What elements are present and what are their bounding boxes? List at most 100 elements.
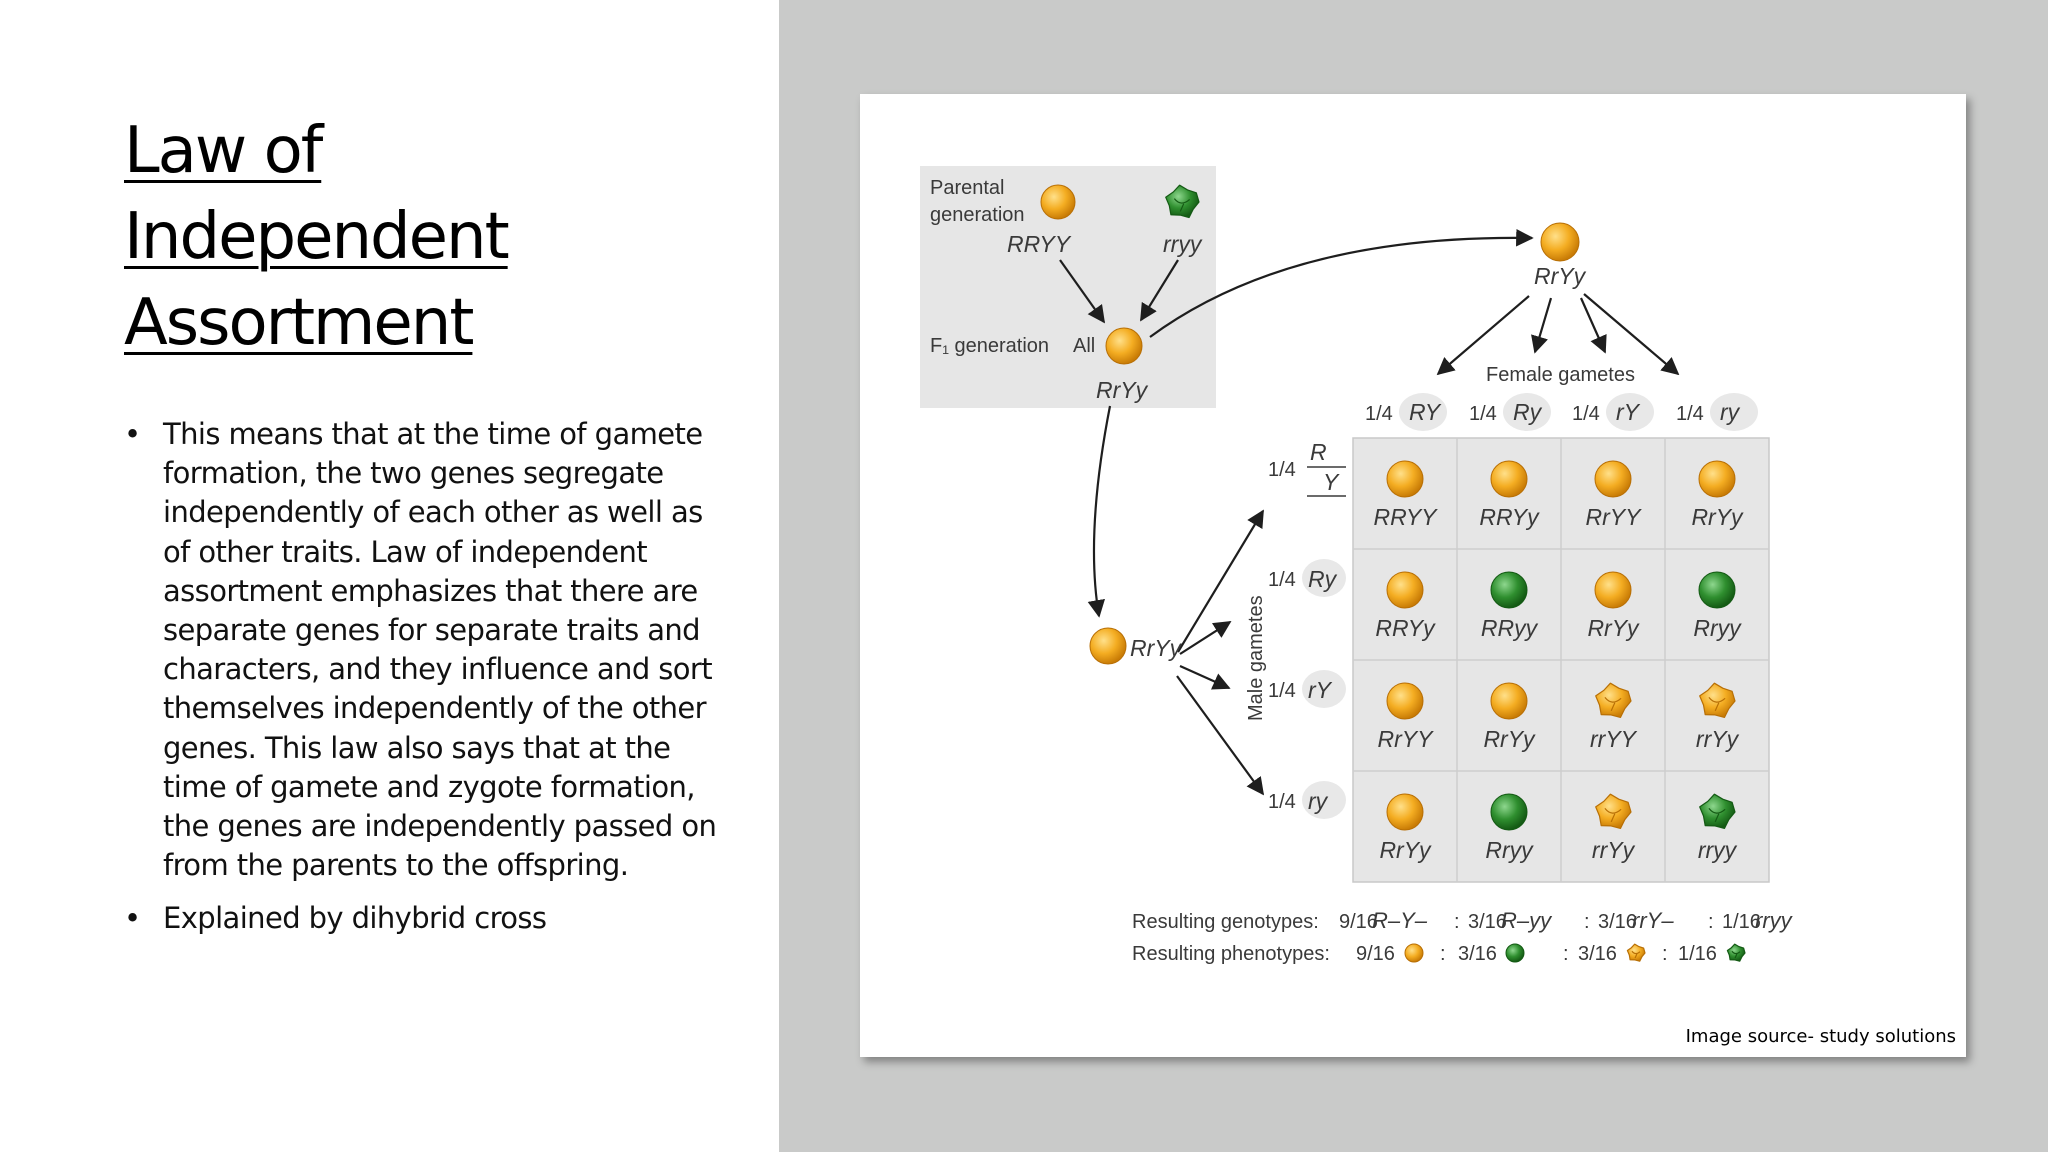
bullet-item: Explained by dihybrid cross [124,899,724,938]
ratio-separator: : [1563,943,1569,965]
cell-genotype: rrYy [1592,837,1636,863]
gamete-allele: ry [1308,788,1329,814]
punnett-cell: RRyy [1481,571,1539,641]
ratio-genotype: rryy [1755,908,1794,933]
gamete-badge [1606,393,1654,431]
punnett-cell: rrYY [1590,682,1638,752]
f1-genotype: RrYy [1096,377,1149,403]
female-gamete: 1/4 ry [1676,393,1758,431]
gamete-allele: Ry [1513,399,1543,425]
arrow-parent2-to-f1 [1140,259,1179,322]
yellow-round-pea-icon [1404,943,1424,963]
punnett-cell: RrYY [1378,682,1434,752]
male-parent-genotype: RrYy [1130,635,1183,661]
male-gamete: 1/4 Ry [1268,559,1346,597]
title-line: Independent [124,200,510,274]
gamete-badge [1710,393,1758,431]
gamete-fraction: 1/4 [1676,403,1704,425]
cell-genotype: RrYY [1586,504,1643,530]
ratio-genotype: R–yy [1501,908,1553,933]
ratio-value: 9/16 [1339,911,1378,933]
cell-genotype: RRyy [1481,615,1539,641]
f1-label: F₁ generation [930,335,1049,357]
yellow-wrinkled-pea-icon [1595,682,1632,718]
yellow-round-pea-icon [1386,571,1424,609]
punnett-cell: RRYy [1479,460,1540,530]
ratio-value: 1/16 [1678,943,1717,965]
arrow-male-gamete [1179,664,1231,690]
parent2-genotype: rryy [1163,231,1203,257]
yellow-round-pea-icon [1594,460,1632,498]
yellow-round-pea-icon [1490,682,1528,720]
gamete-badge [1302,670,1346,708]
ratio-separator: : [1662,943,1668,965]
punnett-cell: RRYY [1373,460,1438,530]
ratio-value: : [1584,911,1590,933]
punnett-cell: Rryy [1485,793,1534,863]
f1-pea-icon [1105,327,1143,365]
bullet-list: This means that at the time of gamete fo… [124,415,724,953]
ratio-genotype: rrY– [1632,908,1674,933]
parent1-genotype: RRYY [1007,231,1072,257]
male-gametes-label: Male gametes [1245,595,1267,721]
arrow-parent1-to-f1 [1059,259,1106,324]
punnett-cell: RrYy [1483,682,1536,752]
ratio-value: 9/16 [1356,943,1395,965]
gamete-badge [1302,559,1346,597]
ratio-value: 3/16 [1598,911,1637,933]
gamete-allele: ry [1720,399,1741,425]
female-gametes-label: Female gametes [1486,364,1635,386]
parent1-pea-icon [1040,184,1076,220]
title-line: Assortment [124,286,474,360]
genotypes-label: Resulting genotypes: [1132,911,1319,933]
gamete-allele: Ry [1308,566,1338,592]
punnett-cell: rryy [1698,793,1738,863]
female-gamete: 1/4 RY [1365,393,1447,431]
gamete-fraction: 1/4 [1572,403,1600,425]
arrow-female-gamete [1583,293,1680,376]
cell-genotype: RrYy [1587,615,1640,641]
cell-genotype: RrYy [1379,837,1432,863]
ratio-separator: : [1440,943,1446,965]
punnett-cell: RrYY [1586,460,1643,530]
male-parent-pea-icon [1089,627,1127,665]
male-gamete: 1/4RY [1268,439,1346,497]
slide-title: Law of Independent Assortment [124,108,744,366]
ratio-value: : [1454,911,1460,933]
gamete-fraction: 1/4 [1365,403,1393,425]
ratio-value: 3/16 [1458,943,1497,965]
gamete-fraction: 1/4 [1268,459,1296,481]
gamete-badge [1399,393,1447,431]
phenotypes-label: Resulting phenotypes: [1132,943,1330,965]
cell-genotype: RrYy [1483,726,1536,752]
cell-genotype: rryy [1698,837,1738,863]
gamete-fraction: 1/4 [1268,680,1296,702]
green-round-pea-icon [1490,793,1528,831]
yellow-wrinkled-pea-icon [1595,793,1632,829]
green-round-pea-icon [1698,571,1736,609]
punnett-cell: RrYy [1379,793,1432,863]
arrow-male-gamete [1177,509,1264,653]
gamete-allele: Y [1323,469,1340,495]
parent2-pea-icon [1165,184,1200,219]
ratio-value: 3/16 [1468,911,1507,933]
yellow-wrinkled-pea-icon [1699,682,1736,718]
gamete-fraction: 1/4 [1268,569,1296,591]
ratio-value: 1/16 [1722,911,1761,933]
cell-genotype: RRYY [1373,504,1438,530]
title-line: Law of [124,114,323,188]
arrow-female-gamete [1531,297,1553,354]
dihybrid-cross-diagram: Parental generation RRYY rryy F₁ generat… [920,166,1794,965]
gamete-badge [1302,781,1346,819]
punnett-cell: rrYy [1696,682,1740,752]
ratio-genotype: R–Y– [1372,908,1428,933]
arrow-female-gamete [1579,297,1607,354]
cell-genotype: rrYy [1696,726,1740,752]
gamete-allele: RY [1409,399,1442,425]
cell-genotype: RrYy [1691,504,1744,530]
yellow-wrinkled-pea-icon [1626,943,1646,962]
